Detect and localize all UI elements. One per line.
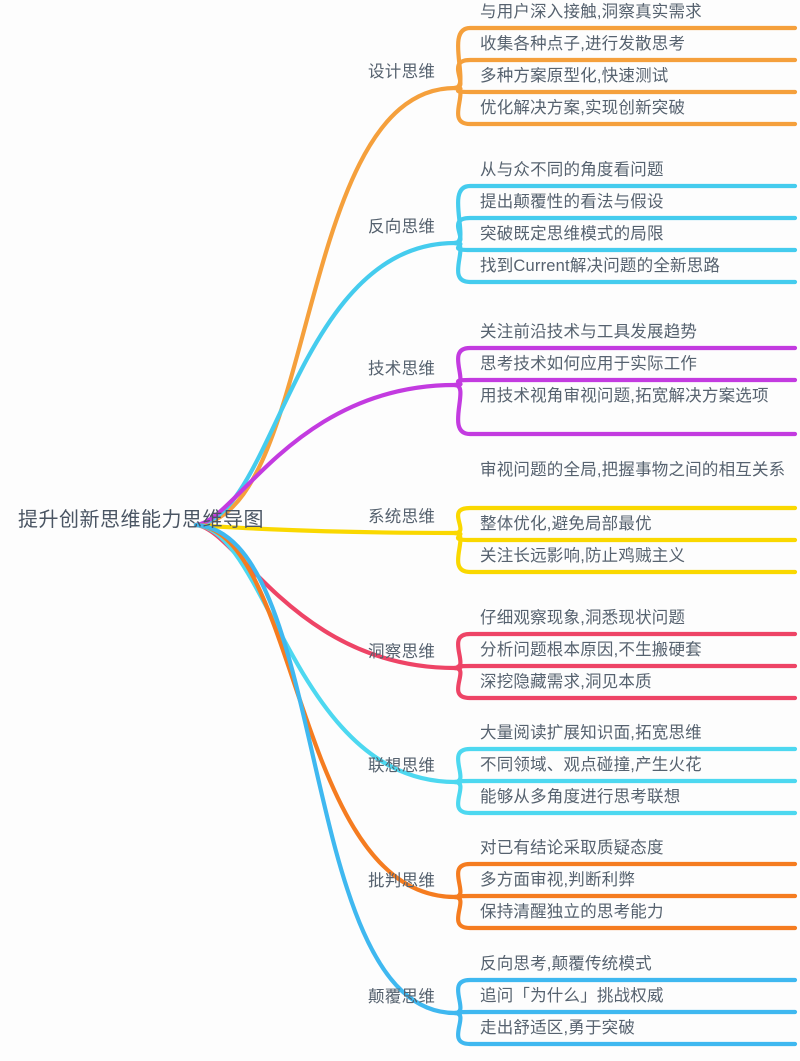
branch-label-4[interactable]: 系统思维 — [368, 508, 436, 526]
leaf-label-1-1[interactable]: 与用户深入接触,洞察真实需求 — [480, 3, 702, 21]
leaf-label-7-2[interactable]: 多方面审视,判断利弊 — [480, 871, 636, 889]
leaf-label-5-1[interactable]: 仔细观察现象,洞悉现状问题 — [480, 609, 686, 627]
branch-label-3[interactable]: 技术思维 — [368, 360, 436, 378]
root-node-label: 提升创新思维能力思维导图 — [18, 509, 264, 531]
leaf-label-5-3[interactable]: 深挖隐藏需求,洞见本质 — [480, 673, 652, 691]
leaf-label-8-2[interactable]: 追问「为什么」挑战权威 — [480, 987, 664, 1005]
branch-label-2[interactable]: 反向思维 — [368, 218, 436, 236]
leaf-label-5-2[interactable]: 分析问题根本原因,不生搬硬套 — [480, 641, 702, 659]
leaf-label-2-1[interactable]: 从与众不同的角度看问题 — [480, 161, 664, 179]
leaf-label-3-3[interactable]: 用技术视角审视问题,拓宽解决方案选项 — [480, 387, 769, 405]
leaf-label-4-2[interactable]: 整体优化,避免局部最优 — [480, 515, 652, 533]
branch-label-6[interactable]: 联想思维 — [368, 757, 436, 775]
leaf-label-7-1[interactable]: 对已有结论采取质疑态度 — [480, 839, 664, 857]
branch-label-8[interactable]: 颠覆思维 — [368, 988, 436, 1006]
leaf-label-6-1[interactable]: 大量阅读扩展知识面,拓宽思维 — [480, 724, 702, 742]
leaf-label-6-2[interactable]: 不同领域、观点碰撞,产生火花 — [480, 756, 702, 774]
branch-label-5[interactable]: 洞察思维 — [368, 643, 436, 661]
leaf-label-7-3[interactable]: 保持清醒独立的思考能力 — [480, 903, 664, 921]
branch-label-1[interactable]: 设计思维 — [368, 63, 436, 81]
leaf-label-2-4[interactable]: 找到Current解决问题的全新思路 — [480, 257, 721, 275]
leaf-label-4-1[interactable]: 审视问题的全局,把握事物之间的相互关系 — [480, 461, 786, 479]
leaf-label-2-2[interactable]: 提出颠覆性的看法与假设 — [480, 193, 664, 211]
leaf-label-3-2[interactable]: 思考技术如何应用于实际工作 — [480, 355, 698, 373]
leaf-label-2-3[interactable]: 突破既定思维模式的局限 — [480, 225, 664, 243]
leaf-label-1-2[interactable]: 收集各种点子,进行发散思考 — [480, 35, 686, 53]
leaf-label-1-4[interactable]: 优化解决方案,实现创新突破 — [480, 99, 686, 117]
leaf-label-8-3[interactable]: 走出舒适区,勇于突破 — [480, 1019, 636, 1037]
leaf-label-8-1[interactable]: 反向思考,颠覆传统模式 — [480, 955, 652, 973]
leaf-label-6-3[interactable]: 能够从多角度进行思考联想 — [480, 788, 681, 806]
branch-label-7[interactable]: 批判思维 — [368, 872, 436, 890]
leaf-label-4-3[interactable]: 关注长远影响,防止鸡贼主义 — [480, 547, 686, 565]
leaf-label-3-1[interactable]: 关注前沿技术与工具发展趋势 — [480, 323, 698, 341]
leaf-label-1-3[interactable]: 多种方案原型化,快速测试 — [480, 67, 669, 85]
